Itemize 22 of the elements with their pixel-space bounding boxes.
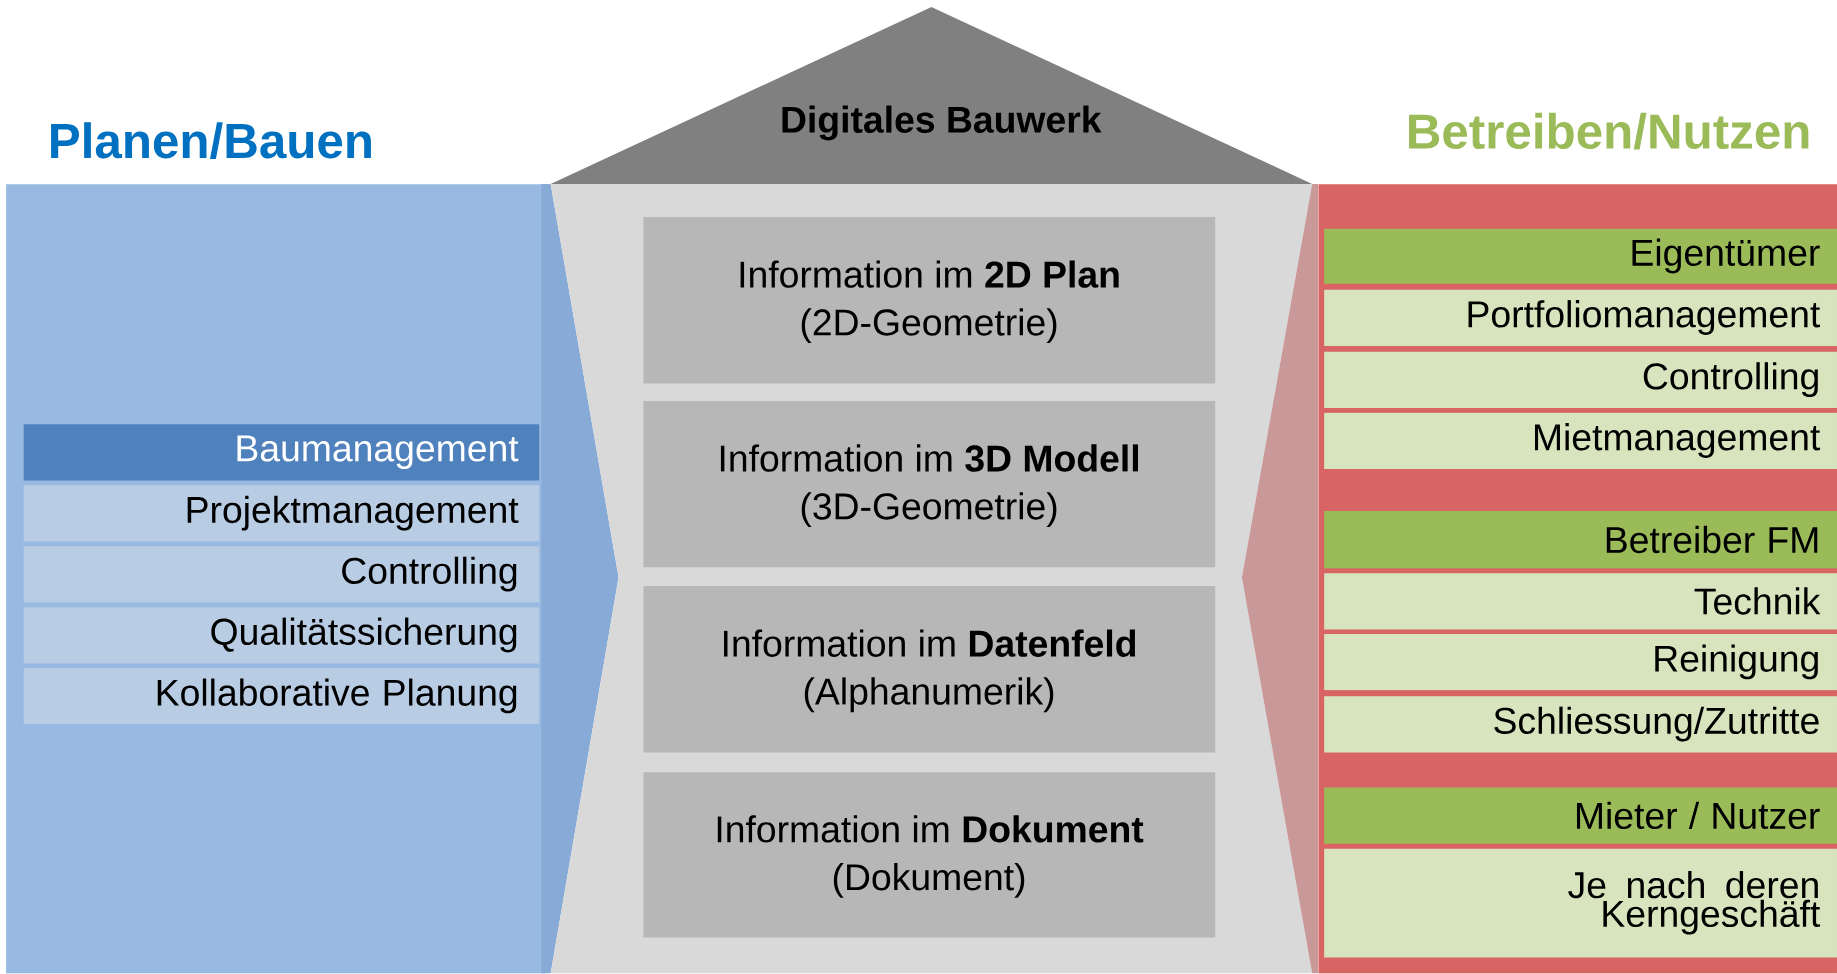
list-item: Technik (1324, 573, 1837, 630)
list-header: Betreiber FM (1324, 511, 1837, 569)
list-item: Je nach deren Kerngeschäft (1324, 848, 1837, 958)
information-box: Information im Dokument (Dokument) (643, 772, 1216, 938)
list-item: Reinigung (1324, 634, 1837, 691)
information-box: Information im Datenfeld (Alphanumerik) (643, 586, 1216, 753)
information-box: Information im 3D Modell (3D-Geometrie) (643, 401, 1216, 568)
list-item: Mietmanagement (1324, 412, 1837, 470)
node-label: Digitales Bauwerk (782, 105, 1102, 141)
list-item: Controlling (23, 546, 540, 603)
information-box: Information im 2D Plan (2D-Geometrie) (643, 217, 1216, 384)
list-header: Mieter / Nutzer (1324, 787, 1837, 844)
list-header: Baumanagement (23, 424, 540, 481)
list-item: Kollaborative Planung (23, 668, 540, 725)
node-label: Planen/Bauen (51, 122, 371, 160)
node-label: Betreiben/Nutzen (1409, 113, 1809, 150)
list-item: Controlling (1324, 351, 1837, 409)
list-item: Schliessung/Zutritte (1324, 696, 1837, 753)
list-item: Qualitätssicherung (23, 607, 540, 664)
list-header: Eigentümer (1324, 228, 1837, 284)
list-item: Projektmanagement (23, 485, 540, 542)
list-item: Portfoliomanagement (1324, 289, 1837, 347)
